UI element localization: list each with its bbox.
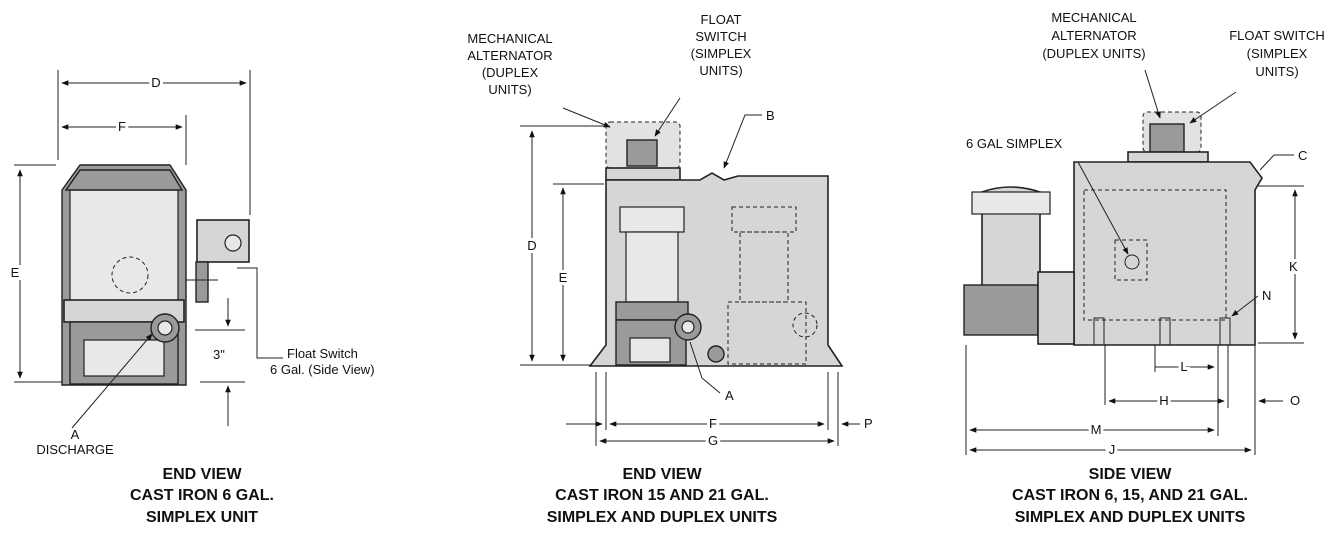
left-caption-line-3: SIMPLEX UNIT: [146, 509, 258, 526]
middle-label-d: D: [527, 238, 536, 253]
left-pump-drawing: [61, 164, 250, 386]
middle-label-g: G: [708, 433, 718, 448]
middle-pump-drawing: [588, 121, 844, 367]
left-label-a: A: [71, 427, 80, 442]
right-label-mechanical: MECHANICAL: [1051, 10, 1136, 25]
right-pump-drawing: [963, 111, 1263, 346]
right-label-m: M: [1091, 422, 1102, 437]
right-label-alternator: ALTERNATOR: [1051, 28, 1136, 43]
right-label-k: K: [1289, 259, 1298, 274]
right-label-float-switch: FLOAT SWITCH: [1229, 28, 1325, 43]
right-label-6-gal-simplex: 6 GAL SIMPLEX: [966, 136, 1063, 151]
left-label-3in: 3": [213, 347, 225, 362]
middle-caption-line-2: CAST IRON 15 AND 21 GAL.: [555, 487, 769, 504]
right-caption-line-1: SIDE VIEW: [1089, 466, 1173, 483]
middle-label-p: P: [864, 416, 873, 431]
middle-label-mechanical: MECHANICAL: [467, 31, 552, 46]
right-label-h: H: [1159, 393, 1168, 408]
middle-label-duplex: (DUPLEX: [482, 65, 539, 80]
left-label-float-switch-side: 6 Gal. (Side View): [270, 362, 375, 377]
middle-dimension-lines: [520, 97, 860, 446]
left-caption-line-2: CAST IRON 6 GAL.: [130, 487, 274, 504]
middle-caption-line-3: SIMPLEX AND DUPLEX UNITS: [547, 509, 778, 526]
middle-label-a: A: [725, 388, 734, 403]
middle-label-simplex-units: UNITS): [699, 63, 742, 78]
left-label-d: D: [151, 75, 160, 90]
middle-label-switch: SWITCH: [695, 29, 746, 44]
right-label-units: UNITS): [1255, 64, 1298, 79]
right-label-j: J: [1109, 442, 1116, 457]
right-dimension-lines: [965, 69, 1304, 455]
right-label-simplex: (SIMPLEX: [1247, 46, 1308, 61]
middle-label-f: F: [709, 416, 717, 431]
right-label-l: L: [1180, 359, 1187, 374]
right-label-duplex-units: (DUPLEX UNITS): [1042, 46, 1145, 61]
left-label-float-switch: Float Switch: [287, 346, 358, 361]
middle-label-b: B: [766, 108, 775, 123]
left-label-e: E: [11, 265, 20, 280]
left-label-discharge: DISCHARGE: [36, 442, 114, 457]
left-end-view: D F E 3" Float Switch 6 Gal. (Side View)…: [8, 70, 375, 526]
right-caption-line-2: CAST IRON 6, 15, AND 21 GAL.: [1012, 487, 1248, 504]
middle-label-float: FLOAT: [701, 12, 742, 27]
middle-label-alternator: ALTERNATOR: [467, 48, 552, 63]
left-dimension-lines: [14, 70, 283, 429]
middle-label-simplex: (SIMPLEX: [691, 46, 752, 61]
middle-label-units: UNITS): [488, 82, 531, 97]
left-caption-line-1: END VIEW: [162, 466, 242, 483]
right-side-view: MECHANICAL ALTERNATOR (DUPLEX UNITS) FLO…: [963, 10, 1325, 526]
right-label-c: C: [1298, 148, 1307, 163]
middle-caption-line-1: END VIEW: [622, 466, 702, 483]
left-label-f: F: [118, 119, 126, 134]
right-caption-line-3: SIMPLEX AND DUPLEX UNITS: [1015, 509, 1246, 526]
middle-end-view: MECHANICAL ALTERNATOR (DUPLEX UNITS) FLO…: [467, 12, 872, 526]
right-label-o: O: [1290, 393, 1300, 408]
middle-label-e: E: [559, 270, 568, 285]
right-label-n: N: [1262, 288, 1271, 303]
